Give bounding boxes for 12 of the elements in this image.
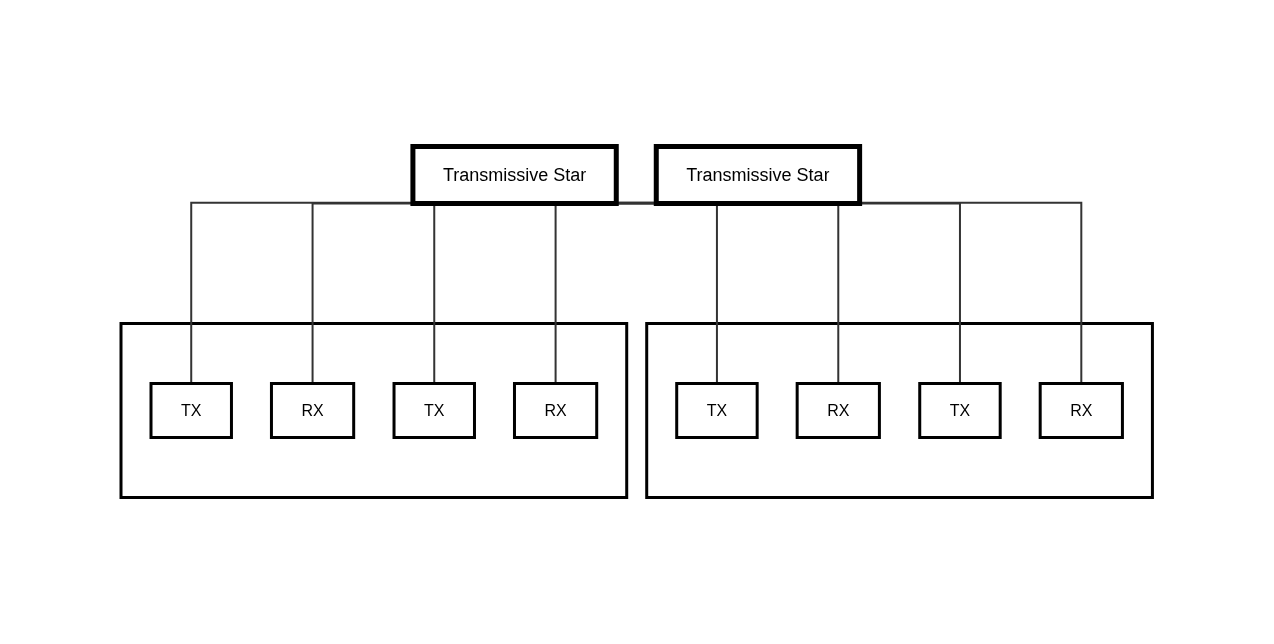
- node-box: RX: [270, 382, 356, 439]
- node-box: TX: [918, 382, 1002, 439]
- node-box: RX: [513, 382, 599, 439]
- node-box: RX: [1038, 382, 1125, 439]
- node-box: TX: [392, 382, 477, 439]
- cluster: [119, 322, 629, 499]
- node-box: RX: [795, 382, 882, 439]
- node-box: Transmissive Star: [410, 144, 620, 206]
- node-box: TX: [149, 382, 234, 439]
- node-box: TX: [675, 382, 759, 439]
- cluster: [645, 322, 1155, 499]
- node-box: Transmissive Star: [654, 144, 863, 206]
